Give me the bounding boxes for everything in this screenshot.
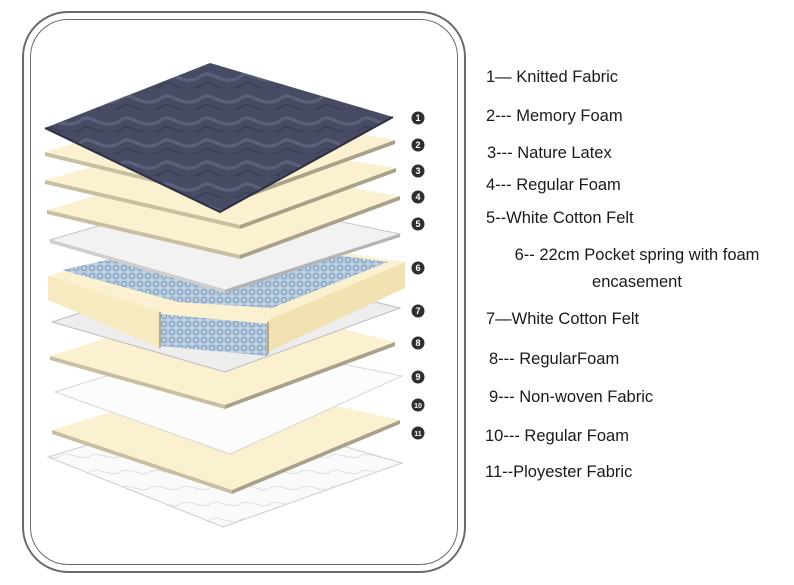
svg-text:11: 11 <box>414 431 422 438</box>
svg-text:5: 5 <box>415 219 420 229</box>
legend-layer-5: 5--White Cotton Felt <box>486 209 634 227</box>
legend-layer-1: 1— Knitted Fabric <box>486 68 619 86</box>
inner-frame-border <box>30 19 458 565</box>
legend-layer-10: 10--- Regular Foam <box>485 427 629 445</box>
svg-text:7: 7 <box>415 306 420 316</box>
marker-4: 4 <box>411 190 425 204</box>
mattress-layers-diagram: 1 2 3 4 5 6 7 8 9 10 11 <box>44 63 425 528</box>
marker-9: 9 <box>411 370 425 384</box>
legend-layer-4: 4--- Regular Foam <box>486 176 621 194</box>
svg-text:6: 6 <box>415 263 420 273</box>
marker-2: 2 <box>411 138 425 152</box>
legend-layer-2: 2--- Memory Foam <box>486 107 623 125</box>
marker-3: 3 <box>411 164 425 178</box>
marker-11: 11 <box>411 426 425 440</box>
svg-text:10: 10 <box>414 403 422 410</box>
svg-text:2: 2 <box>415 140 420 150</box>
outer-frame-border <box>22 11 466 573</box>
marker-7: 7 <box>411 304 425 318</box>
marker-5: 5 <box>411 217 425 231</box>
svg-text:4: 4 <box>415 192 420 202</box>
marker-8: 8 <box>411 336 425 350</box>
svg-text:3: 3 <box>415 166 420 176</box>
marker-6: 6 <box>411 261 425 275</box>
svg-text:9: 9 <box>415 372 420 382</box>
svg-text:8: 8 <box>415 338 420 348</box>
legend-layer-11: 11--Ployester Fabric <box>485 463 633 481</box>
marker-10: 10 <box>411 398 425 412</box>
legend-layer-7: 7—White Cotton Felt <box>486 310 640 328</box>
svg-text:1: 1 <box>415 113 420 123</box>
layer-1-knitted-fabric <box>44 63 394 214</box>
legend-layer-9: 9--- Non-woven Fabric <box>489 388 654 406</box>
marker-1: 1 <box>411 111 425 125</box>
legend-layer-6: 6-- 22cm Pocket spring with foam encasem… <box>514 246 760 291</box>
legend-layer-3: 3--- Nature Latex <box>487 144 612 162</box>
legend-layer-8: 8--- RegularFoam <box>489 350 620 368</box>
